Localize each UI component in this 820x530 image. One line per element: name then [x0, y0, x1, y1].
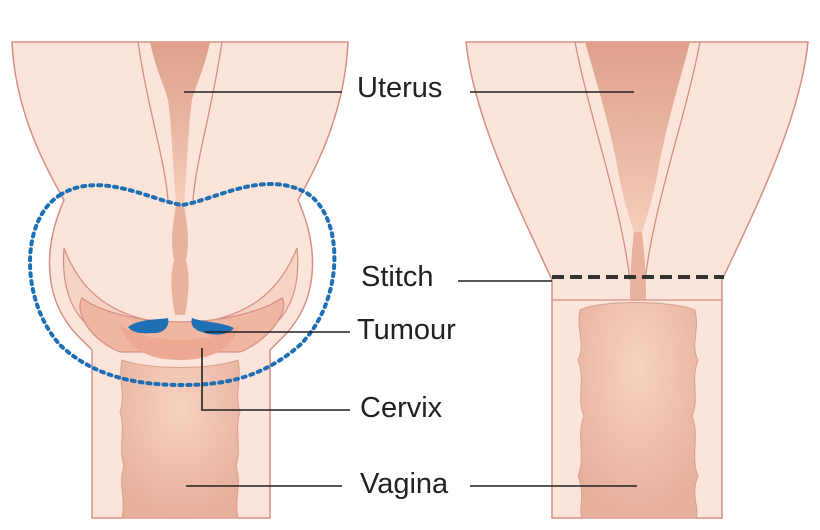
label-vagina: Vagina [360, 468, 449, 500]
left-cervix-os [120, 325, 240, 360]
left-inner-wall [137, 41, 223, 201]
tumour-right-blob [191, 318, 234, 335]
removal-boundary [28, 182, 337, 388]
leader-lines [184, 91, 637, 487]
tumour-left-blob [128, 318, 169, 334]
left-anatomy [11, 41, 349, 519]
right-vagina [577, 302, 699, 519]
right-cervical-canal [630, 232, 646, 300]
right-anatomy [465, 41, 809, 519]
left-uterine-cavity [150, 42, 210, 205]
right-inner-wall [574, 41, 701, 281]
leader-cervix [201, 348, 350, 411]
label-uterus: Uterus [357, 72, 443, 104]
label-tumour: Tumour [357, 314, 456, 346]
right-uterine-cavity [585, 42, 690, 232]
label-cervix: Cervix [360, 392, 443, 424]
left-cervical-canal [171, 205, 189, 315]
label-stitch: Stitch [361, 261, 434, 293]
